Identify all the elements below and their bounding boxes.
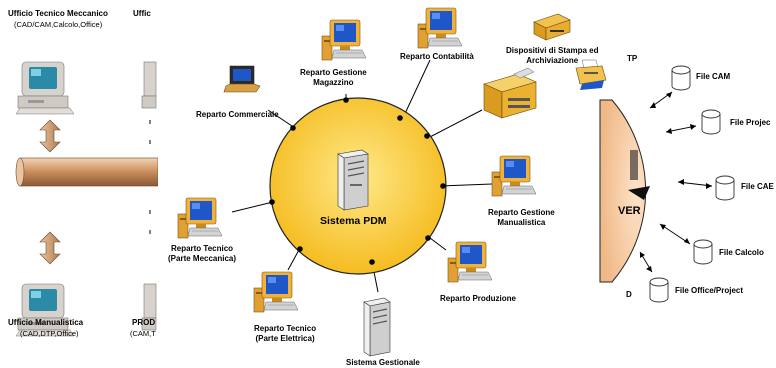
file-calcolo-icon: [693, 239, 713, 265]
computer-icon: [141, 61, 157, 109]
double-arrow-icon: [39, 119, 61, 153]
prod-sub-fragment: (CAM,T: [130, 329, 156, 338]
computer-icon: [447, 241, 493, 283]
computer-icon: [253, 271, 299, 313]
laptop-icon: [223, 65, 261, 93]
ufficio-manualistica-sub: (CAD,DTP,Office): [20, 329, 79, 338]
inkjet-printer-icon: [575, 59, 607, 90]
file-project-label: File Projec: [730, 118, 771, 127]
file-calcolo-label: File Calcolo: [719, 248, 764, 257]
label-dispositivi-stampa: Dispositivi di Stampa ed Archiviazione: [506, 46, 599, 65]
file-cam-label: File CAM: [696, 72, 731, 81]
file-project-icon: [701, 109, 721, 135]
file-cam-icon: [671, 65, 691, 91]
computer-icon: [15, 61, 75, 115]
computer-icon: [417, 7, 463, 49]
ufficio-tecnico-meccanico-title: Ufficio Tecnico Meccanico: [8, 9, 108, 18]
server-label-fragment: VER: [618, 205, 641, 217]
network-bus: [19, 157, 159, 187]
file-office-icon: [649, 277, 669, 303]
pdm-hub-label: Sistema PDM: [320, 215, 387, 227]
double-arrow-icon: [39, 231, 61, 265]
computer-icon: [491, 155, 537, 197]
file-cad-icon: [715, 175, 735, 201]
right-panel: [599, 65, 735, 303]
label-reparto-produzione: Reparto Produzione: [440, 294, 517, 303]
computer-icon: [141, 283, 157, 331]
label-reparto-gestione-magazzino: Reparto Gestione Magazzino: [300, 68, 367, 87]
server-arrow-icon: [628, 186, 650, 200]
label-reparto-gestione-manualistica: Reparto Gestione Manualistica: [488, 208, 555, 227]
left-panel: [15, 61, 159, 337]
center-network: [177, 7, 607, 357]
dtp-fragment: TP: [627, 54, 638, 63]
file-office-label: File Office/Project: [675, 286, 744, 295]
gestionale-server-icon: [363, 297, 391, 357]
ufficio-manualistica-title: Ufficio Manualistica: [8, 318, 84, 327]
label-reparto-tecnico-meccanica: Reparto Tecnico (Parte Meccanica): [168, 244, 237, 263]
copier-icon: [483, 67, 537, 119]
ufficio-tecnico-meccanico-sub: (CAD/CAM,Calcolo,Office): [14, 20, 103, 29]
prod-title-fragment: PROD: [132, 318, 156, 327]
label-sistema-gestionale: Sistema Gestionale: [346, 358, 420, 367]
printer-icon: [533, 13, 571, 41]
label-reparto-tecnico-elettrica: Reparto Tecnico (Parte Elettrica): [254, 324, 317, 343]
d-fragment: D: [626, 290, 632, 299]
label-reparto-commerciale: Reparto Commerciale: [196, 110, 279, 119]
label-reparto-contabilita: Reparto Contabilità: [400, 52, 474, 61]
computer-icon: [177, 197, 223, 239]
server-circle: [599, 99, 647, 283]
ufficio-title-fragment: Uffic: [133, 9, 151, 18]
computer-icon: [321, 19, 367, 61]
server-tower-icon: [337, 149, 369, 211]
file-cad-label: File CAE: [741, 182, 774, 191]
